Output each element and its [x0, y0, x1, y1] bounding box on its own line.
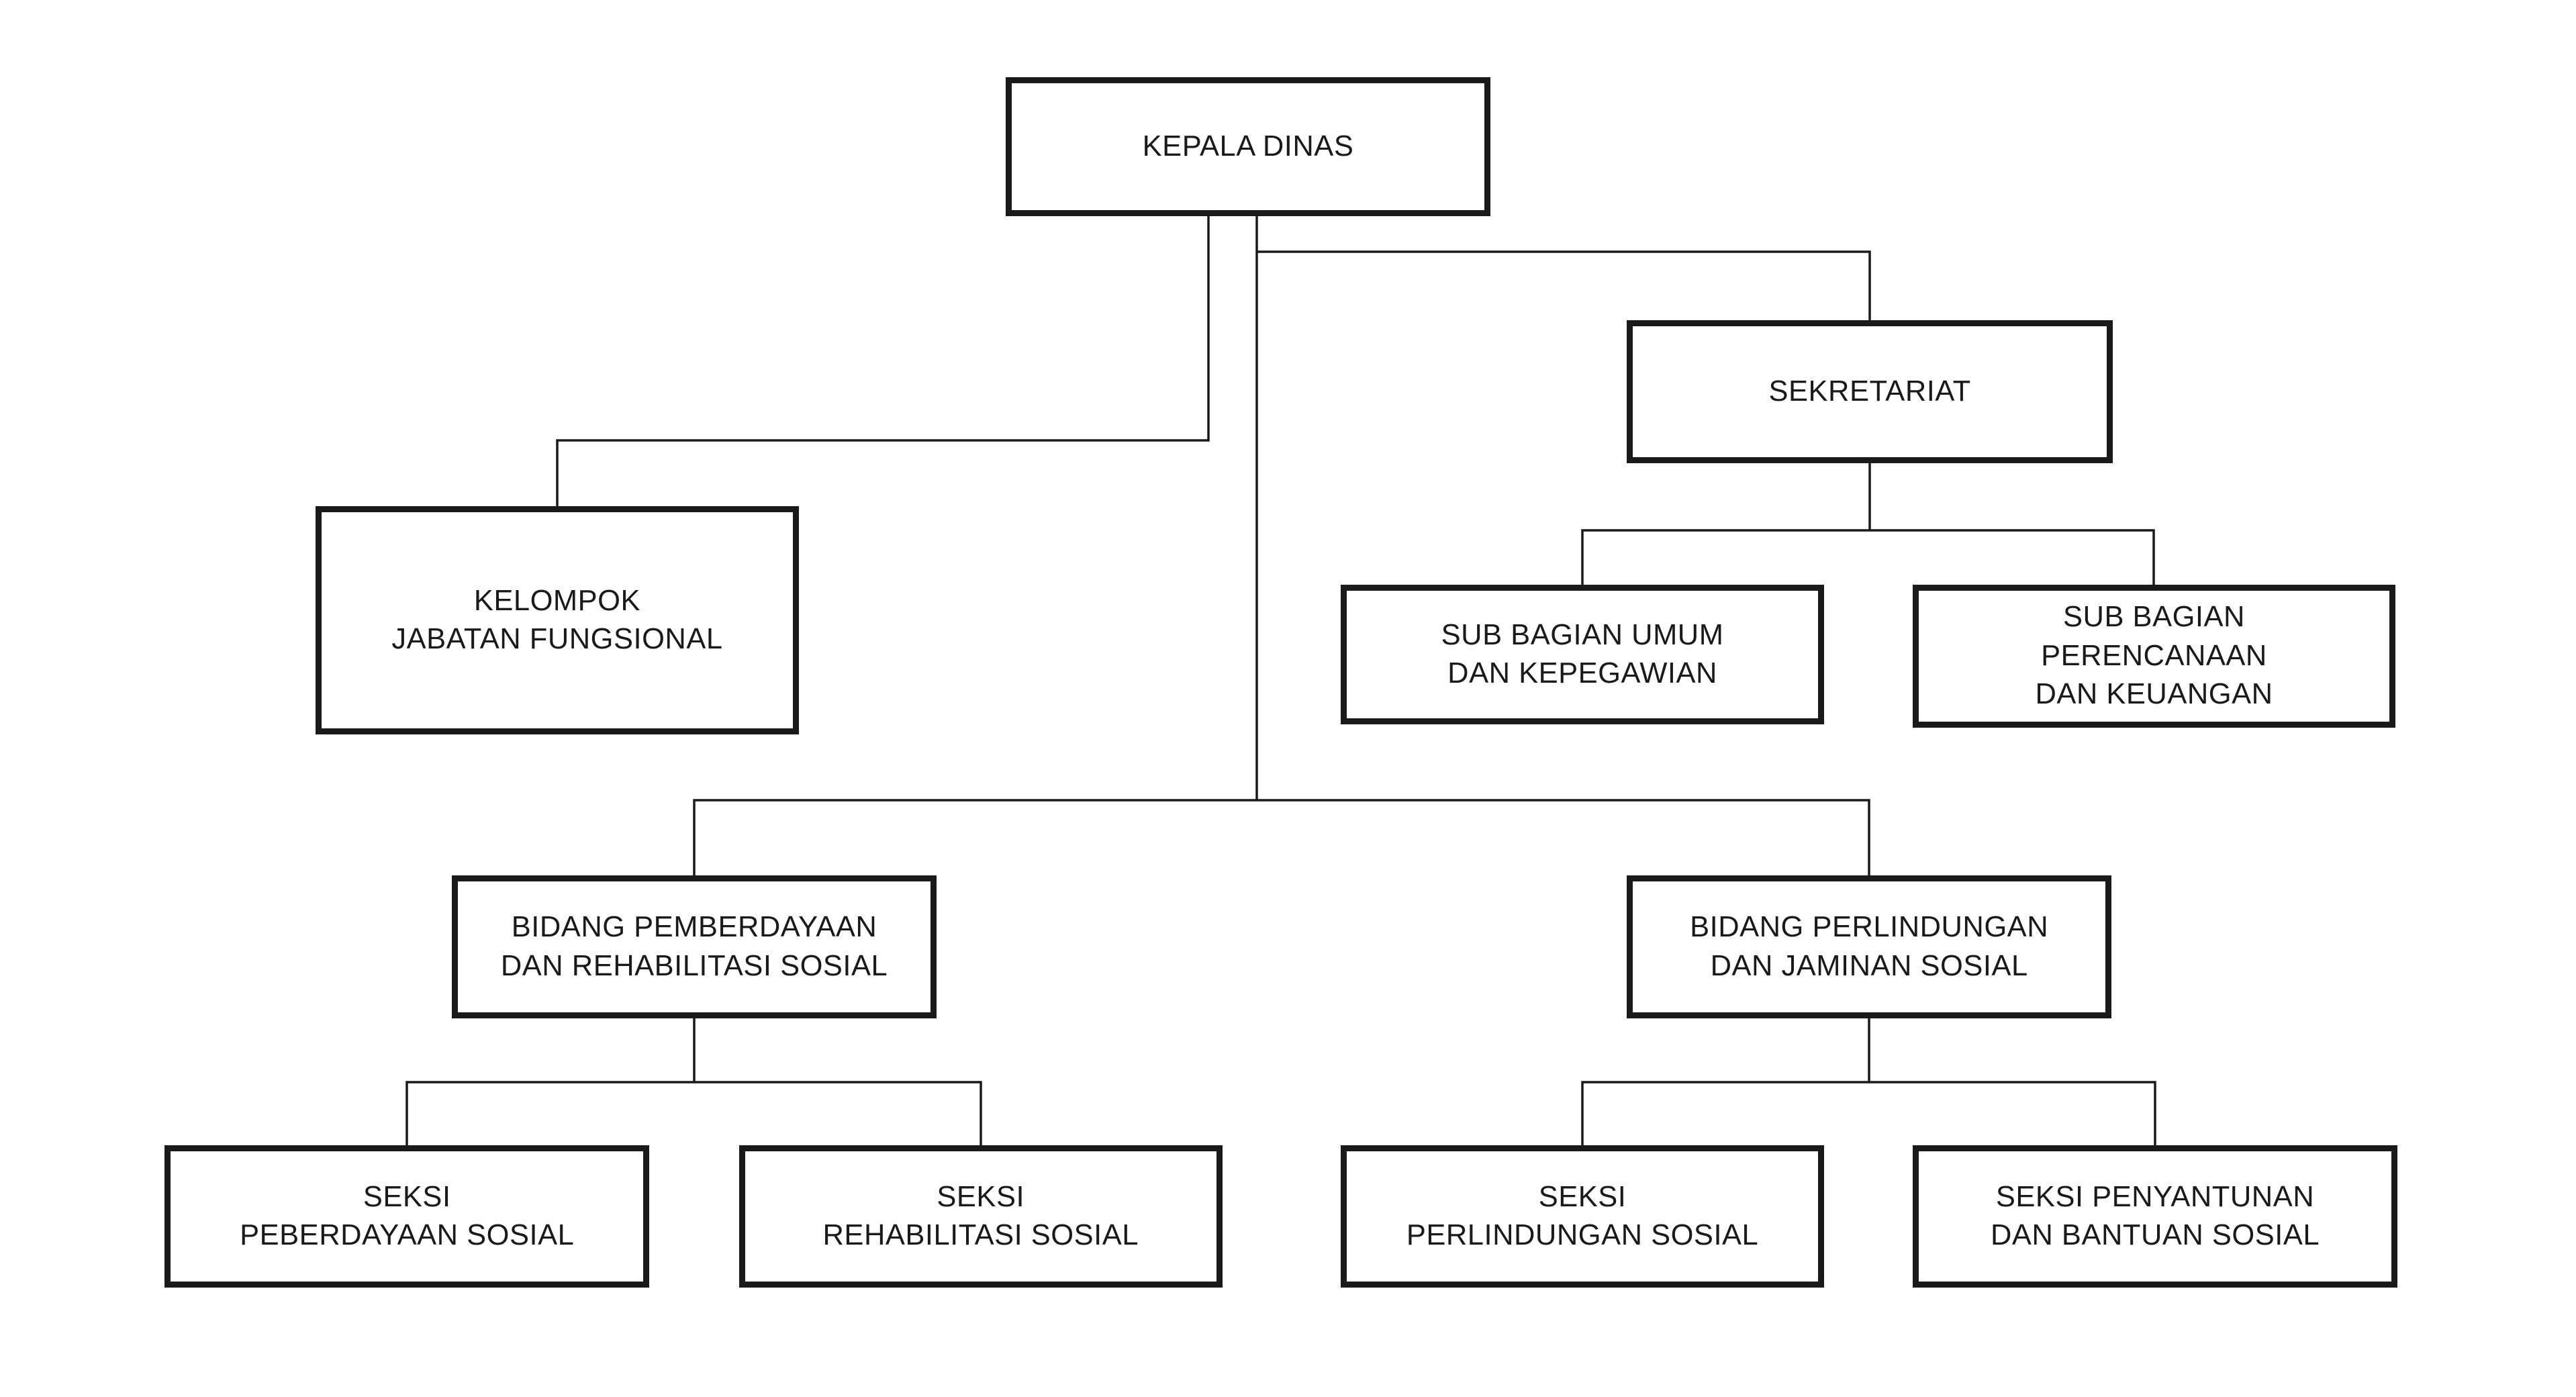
org-node-sub-bagian-umum-dan-kepegawian: SUB BAGIAN UMUM DAN KEPEGAWIAN	[1341, 584, 1824, 724]
org-node-kelompok-jabatan-fungsional: KELOMPOK JABATAN FUNGSIONAL	[316, 505, 799, 734]
org-node-bidang-pemberdayaan-dan-rehabilitasi-sosial-label: BIDANG PEMBERDAYAAN DAN REHABILITASI SOS…	[500, 911, 888, 982]
org-node-seksi-rehabilitasi-sosial: SEKSI REHABILITASI SOSIAL	[738, 1145, 1223, 1288]
org-node-seksi-rehabilitasi-sosial-label: SEKSI REHABILITASI SOSIAL	[822, 1180, 1139, 1252]
edge-sekretariat-to-sub-bagian	[1581, 529, 2155, 585]
edge-bidang-perlindungan-to-seksi	[1581, 1081, 2156, 1145]
edge-trunk-to-bidang	[693, 799, 1870, 875]
org-node-seksi-perlindungan-sosial-label: SEKSI PERLINDUNGAN SOSIAL	[1406, 1180, 1759, 1252]
edge-kepala-dinas-to-sekretariat	[1257, 250, 1871, 320]
org-node-seksi-perlindungan-sosial: SEKSI PERLINDUNGAN SOSIAL	[1341, 1145, 1824, 1288]
org-node-sekretariat: SEKRETARIAT	[1627, 320, 2113, 464]
org-node-seksi-penyantunan-dan-bantuan-sosial-label: SEKSI PENYANTUNAN DAN BANTUAN SOSIAL	[1991, 1180, 2320, 1252]
org-node-kepala-dinas: KEPALA DINAS	[1005, 77, 1491, 217]
org-node-sub-bagian-perencanaan-dan-keuangan-label: SUB BAGIAN PERENCANAAN DAN KEUANGAN	[2035, 601, 2273, 711]
org-node-sekretariat-label: SEKRETARIAT	[1768, 375, 1971, 407]
org-node-seksi-penyantunan-dan-bantuan-sosial: SEKSI PENYANTUNAN DAN BANTUAN SOSIAL	[1912, 1145, 2398, 1288]
org-node-sub-bagian-perencanaan-dan-keuangan: SUB BAGIAN PERENCANAAN DAN KEUANGAN	[1912, 584, 2396, 728]
org-node-kepala-dinas-label: KEPALA DINAS	[1142, 130, 1354, 162]
org-node-bidang-perlindungan-dan-jaminan-sosial: BIDANG PERLINDUNGAN DAN JAMINAN SOSIAL	[1627, 875, 2112, 1019]
org-node-kelompok-jabatan-fungsional-label: KELOMPOK JABATAN FUNGSIONAL	[391, 584, 723, 655]
org-node-sub-bagian-umum-dan-kepegawian-label: SUB BAGIAN UMUM DAN KEPEGAWIAN	[1441, 618, 1724, 689]
org-node-seksi-peberdayaan-sosial: SEKSI PEBERDAYAAN SOSIAL	[164, 1145, 650, 1288]
edge-kepala-dinas-to-kelompok	[556, 216, 1210, 506]
edge-bidang-pemberdayaan-to-seksi	[406, 1081, 982, 1145]
org-node-bidang-perlindungan-dan-jaminan-sosial-label: BIDANG PERLINDUNGAN DAN JAMINAN SOSIAL	[1690, 911, 2049, 982]
org-node-bidang-pemberdayaan-dan-rehabilitasi-sosial: BIDANG PEMBERDAYAAN DAN REHABILITASI SOS…	[452, 875, 937, 1019]
org-node-seksi-peberdayaan-sosial-label: SEKSI PEBERDAYAAN SOSIAL	[240, 1180, 575, 1252]
